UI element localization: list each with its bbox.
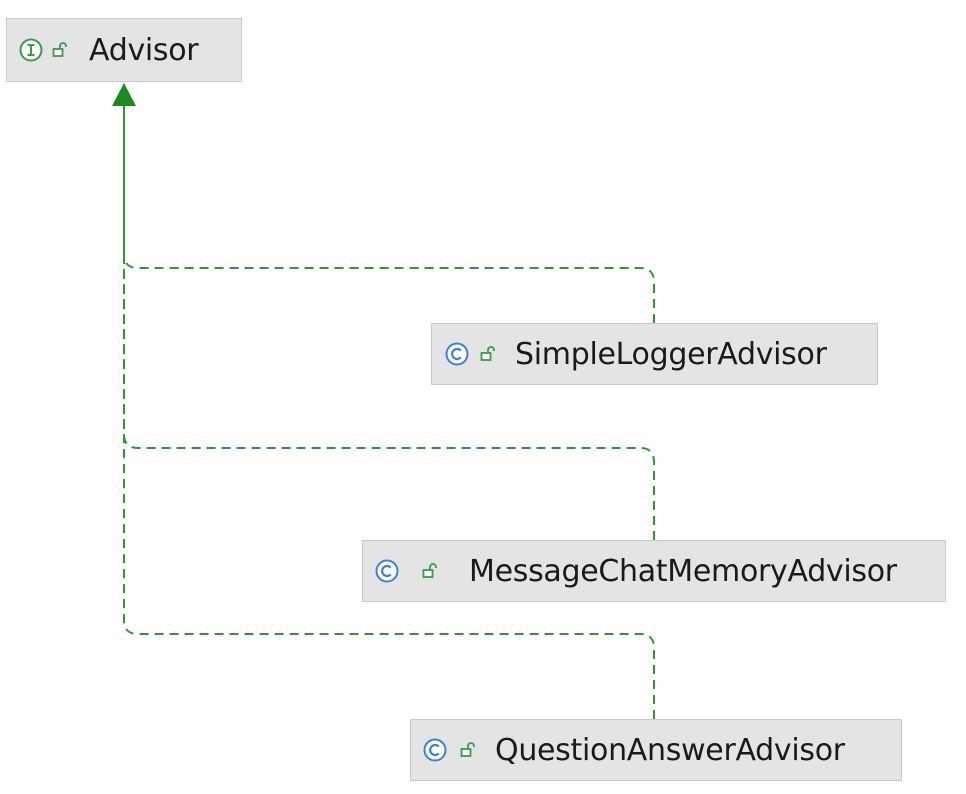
edge-simple-logger-to-advisor bbox=[123, 104, 655, 323]
node-label-simple-logger-advisor: SimpleLoggerAdvisor bbox=[515, 336, 827, 372]
class-icon bbox=[423, 738, 447, 762]
node-label-advisor: Advisor bbox=[89, 32, 199, 68]
interface-icon bbox=[19, 38, 43, 62]
node-advisor[interactable]: Advisor bbox=[6, 18, 242, 82]
class-icon bbox=[445, 342, 469, 366]
class-icon bbox=[375, 559, 399, 583]
edges-layer bbox=[112, 83, 655, 719]
node-message-chat-memory-advisor[interactable]: MessageChatMemoryAdvisor bbox=[362, 540, 946, 602]
public-lock-icon bbox=[422, 563, 437, 578]
node-label-message-chat-memory-advisor: MessageChatMemoryAdvisor bbox=[469, 553, 897, 589]
public-lock-icon bbox=[480, 346, 495, 361]
node-question-answer-advisor[interactable]: QuestionAnswerAdvisor bbox=[410, 719, 902, 781]
edge-message-chat-memory-to-advisor bbox=[123, 104, 655, 540]
node-label-question-answer-advisor: QuestionAnswerAdvisor bbox=[495, 732, 845, 768]
inheritance-arrowhead bbox=[112, 83, 136, 106]
public-lock-icon bbox=[52, 42, 67, 57]
public-lock-icon bbox=[460, 742, 475, 757]
node-simple-logger-advisor[interactable]: SimpleLoggerAdvisor bbox=[431, 323, 878, 385]
edge-question-answer-to-advisor bbox=[123, 104, 655, 719]
